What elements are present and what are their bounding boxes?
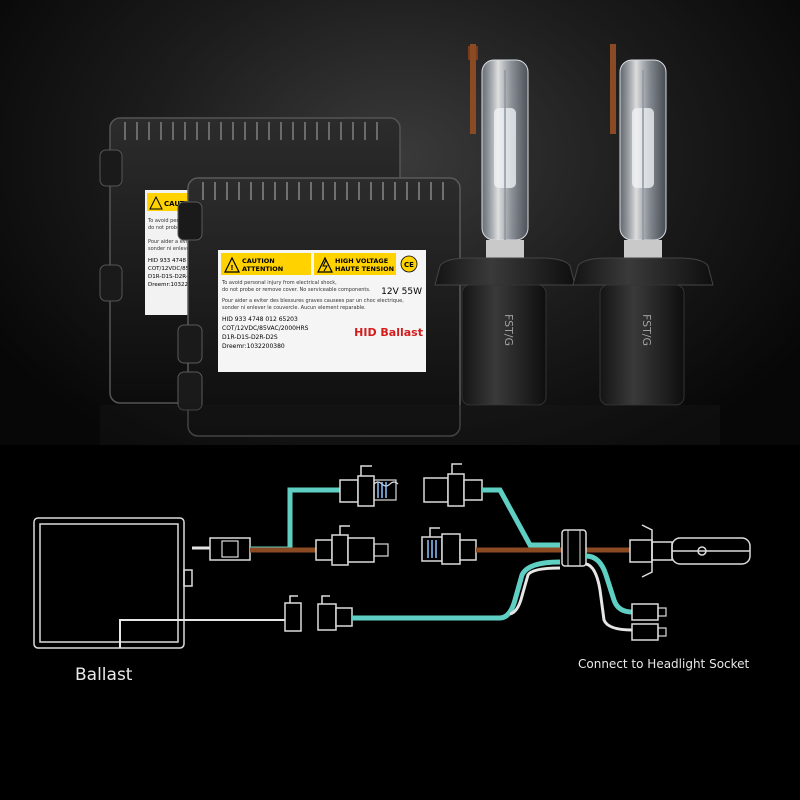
code-line: D1R-D1S-D2R-D2S [222,334,278,341]
back-code-line: Dreemr:1032200 [148,282,196,288]
ballast-outline [33,517,193,649]
wiring-diagram [33,463,751,649]
code-line: Dreemr:1032200380 [222,343,285,350]
socket-caption: Connect to Headlight Socket [578,657,750,671]
ce-mark-icon [400,255,418,273]
warning-line: To avoid personal injury from electrical… [221,280,337,286]
ballast-caption: Ballast [75,665,133,685]
power-spec: 12V 55W [381,287,422,297]
back-code-line: COT/12VDC/85VAC [148,266,200,272]
warning-line: Pour aider a eviter des blessures graves… [222,298,404,304]
warning-line: do not probe or remove cover. No service… [222,287,371,293]
svg-text:!: ! [230,264,233,272]
bulb-brand-text: FST/G [640,314,653,346]
hid-ballast-brand: HID Ballast [354,326,423,339]
warning-line: sonder ni enlever le couvercle. Aucun el… [222,305,366,311]
back-code-line: D1R-D1S-D2R-D2 [148,274,196,280]
bulb-brand-text: FST/G [502,314,515,346]
attention-text: ATTENTION [242,265,283,273]
code-line: HID 933 4748 012 65203 [222,316,298,323]
ballast-front: ! CAUTION ATTENTION HIGH VOLTAGE HAUTE T… [177,177,461,437]
grommet [561,529,587,567]
ce-mark-text: CE [404,261,414,269]
high-voltage-text: HIGH VOLTAGE [335,257,388,265]
hid-bulb-left: FST/G [434,44,576,406]
caution-text: CAUTION [242,257,275,265]
bulb-outline [629,524,751,578]
back-code-line: HID 933 4748 0 [148,258,192,264]
haute-tension-text: HAUTE TENSION [335,265,394,273]
hid-bulb-right: FST/G [572,44,714,406]
code-line: COT/12VDC/85VAC/2000HRS [222,325,309,332]
